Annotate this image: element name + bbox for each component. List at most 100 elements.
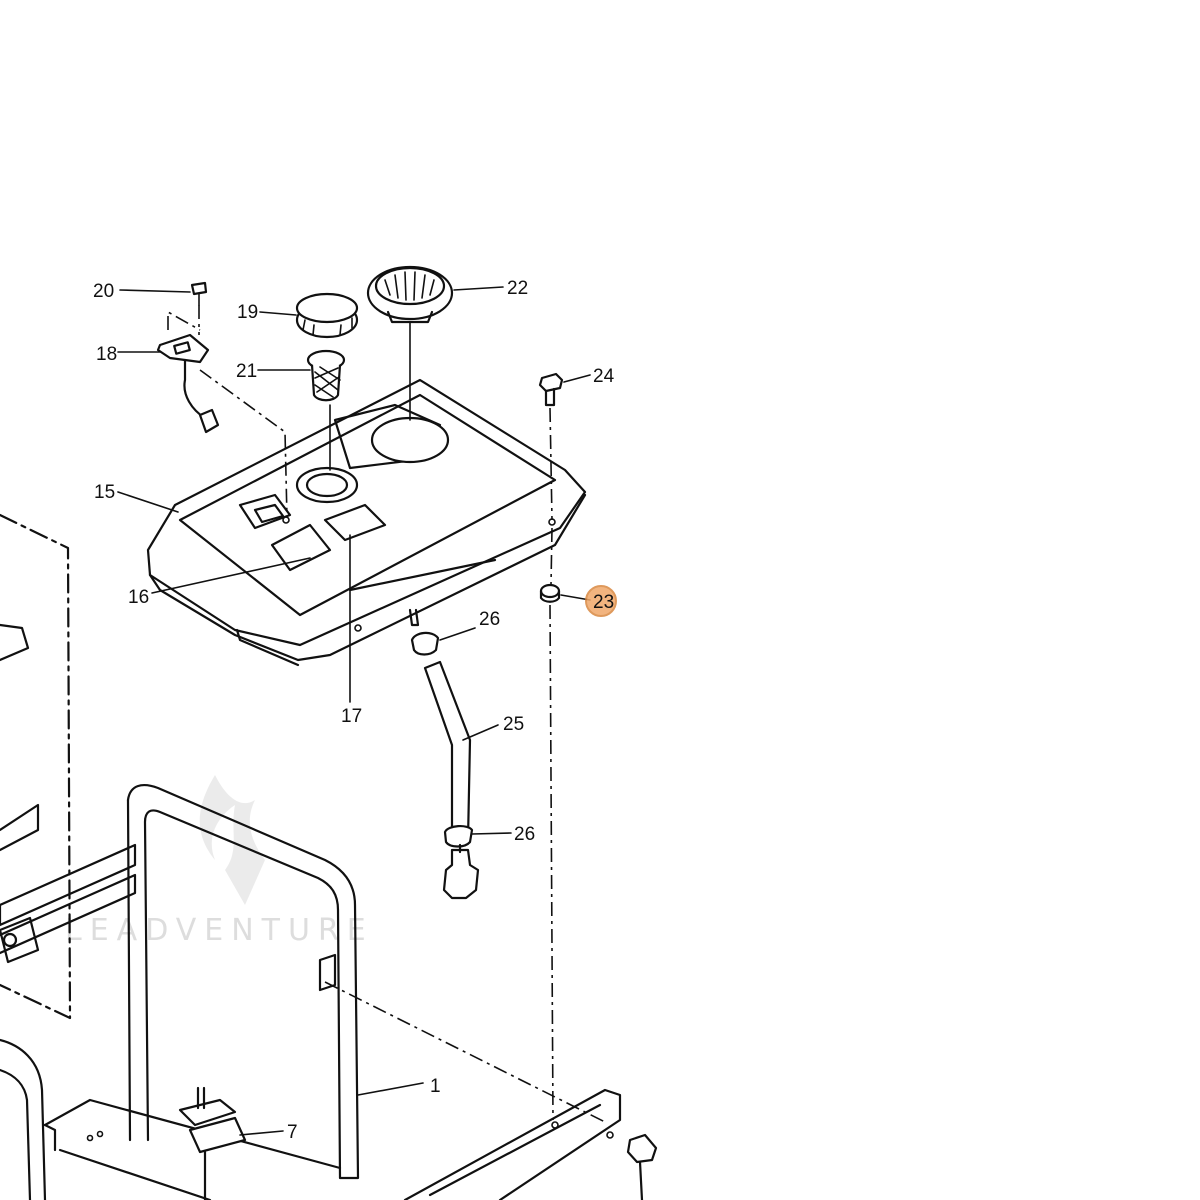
leader-24: [563, 374, 591, 383]
leader-26-lower: [471, 832, 512, 835]
callout-24[interactable]: 24: [593, 366, 615, 387]
lid-vents: [384, 271, 435, 301]
tank-gauge-slot: [253, 503, 285, 524]
engine-bracket: [0, 623, 30, 662]
tank-underside: [348, 558, 497, 592]
tank-opening-22: [370, 416, 450, 464]
flame-logo-icon: [199, 775, 265, 905]
part-19-fuel-cap: [259, 292, 359, 339]
tank-top: [146, 378, 587, 647]
base-bolt-shank: [638, 1160, 644, 1200]
callout-15[interactable]: 15: [94, 482, 115, 503]
mount-stud: [196, 1086, 206, 1110]
callout-22[interactable]: 22: [507, 278, 528, 299]
bolt-shank: [544, 387, 556, 407]
leader-1: [357, 1082, 424, 1096]
frame-tube-left: [126, 798, 132, 1142]
leader-7: [239, 1130, 284, 1136]
leader-16: [151, 557, 311, 594]
base-rail-left: [43, 1098, 342, 1170]
part-21-strainer: [257, 349, 346, 471]
part-15-fuel-tank: [146, 378, 587, 667]
part-23-collar: [539, 583, 617, 617]
engine-panel: [0, 803, 40, 852]
rail-upper: [0, 843, 137, 927]
collar-top: [539, 583, 561, 599]
tank-gauge-hole: [282, 516, 290, 524]
callout-25[interactable]: 25: [503, 714, 524, 735]
engine-outline-dashed: [0, 513, 72, 1020]
lid-inner: [374, 266, 446, 306]
bolt-guide-mid: [550, 527, 553, 586]
callout-19[interactable]: 19: [237, 302, 258, 323]
leader-25: [462, 724, 499, 741]
base-hole: [86, 1134, 94, 1142]
fuel-valve: [442, 848, 480, 900]
callout-1[interactable]: 1: [430, 1076, 441, 1097]
base-rail-right-inner: [428, 1103, 602, 1197]
screw-head: [190, 281, 208, 296]
frame-mount-guide: [324, 981, 606, 1123]
part-7-mount: [178, 1086, 284, 1200]
part-25-hose: [423, 660, 472, 842]
callout-20[interactable]: 20: [93, 281, 114, 302]
frame-tab: [318, 953, 337, 992]
frame-tube-front: [0, 1038, 47, 1200]
tank-bottom: [235, 628, 300, 667]
callout-7[interactable]: 7: [287, 1122, 298, 1143]
mount-bottom: [188, 1116, 247, 1154]
bolt-head: [538, 372, 564, 393]
base-bolt-head: [626, 1133, 658, 1164]
mount-plate: [0, 916, 40, 964]
base-frame: [43, 1088, 622, 1200]
mount-top: [178, 1098, 237, 1127]
leader-19: [259, 311, 297, 316]
leader-15: [117, 491, 179, 513]
callout-labels: 1 7 15 16 17 18 19 20 21 22 23 24 25 26 …: [93, 278, 615, 1143]
watermark: LEADVENTURE: [65, 775, 374, 948]
tank-opening-19-inner: [305, 472, 349, 498]
bolt-guide-upper: [549, 407, 553, 521]
base-end: [43, 1123, 57, 1152]
bolt-guide-lower: [549, 604, 554, 1121]
callout-23[interactable]: 23: [593, 592, 614, 613]
base-hole: [606, 1131, 614, 1139]
clamp-26-upper: [410, 631, 440, 656]
base-hole: [551, 1121, 559, 1129]
watermark-text: LEADVENTURE: [65, 913, 374, 948]
base-rail-lower: [58, 1148, 212, 1200]
frame-tube-front-inner: [0, 1068, 32, 1200]
leader-26-upper: [439, 627, 476, 641]
leader-20: [119, 289, 191, 293]
gauge-window: [173, 341, 191, 355]
callout-26-upper[interactable]: 26: [479, 609, 500, 630]
label-17-area: [323, 503, 387, 542]
fuel-line-assembly: [410, 627, 512, 900]
tank-outlet: [408, 608, 420, 627]
callout-21[interactable]: 21: [236, 361, 257, 382]
callout-16[interactable]: 16: [128, 587, 149, 608]
gauge-wire: [183, 358, 207, 420]
tank-gauge-pad: [238, 493, 292, 530]
base-bolt: [626, 1133, 658, 1200]
gauge-install-path: [199, 369, 288, 519]
gauge-float: [198, 408, 220, 434]
callout-17[interactable]: 17: [341, 706, 362, 727]
callout-18[interactable]: 18: [96, 344, 117, 365]
part-20-screw: [119, 281, 208, 335]
part-18-gauge: [156, 310, 288, 519]
tank-lower-edge: [148, 493, 587, 662]
engine-side-fragments: [0, 513, 137, 1020]
clamp-26-lower: [443, 825, 474, 848]
callout-26-lower[interactable]: 26: [514, 824, 535, 845]
cap-top: [295, 292, 359, 324]
leader-22: [453, 286, 504, 291]
frame-tube-outer: [126, 784, 360, 1180]
part-24-bolt: [538, 372, 591, 1121]
rail-lower: [0, 873, 137, 955]
highlight-marker-23[interactable]: [585, 585, 617, 617]
base-hole: [96, 1130, 104, 1138]
label-16-area: [270, 523, 332, 572]
collar-side: [539, 589, 561, 603]
